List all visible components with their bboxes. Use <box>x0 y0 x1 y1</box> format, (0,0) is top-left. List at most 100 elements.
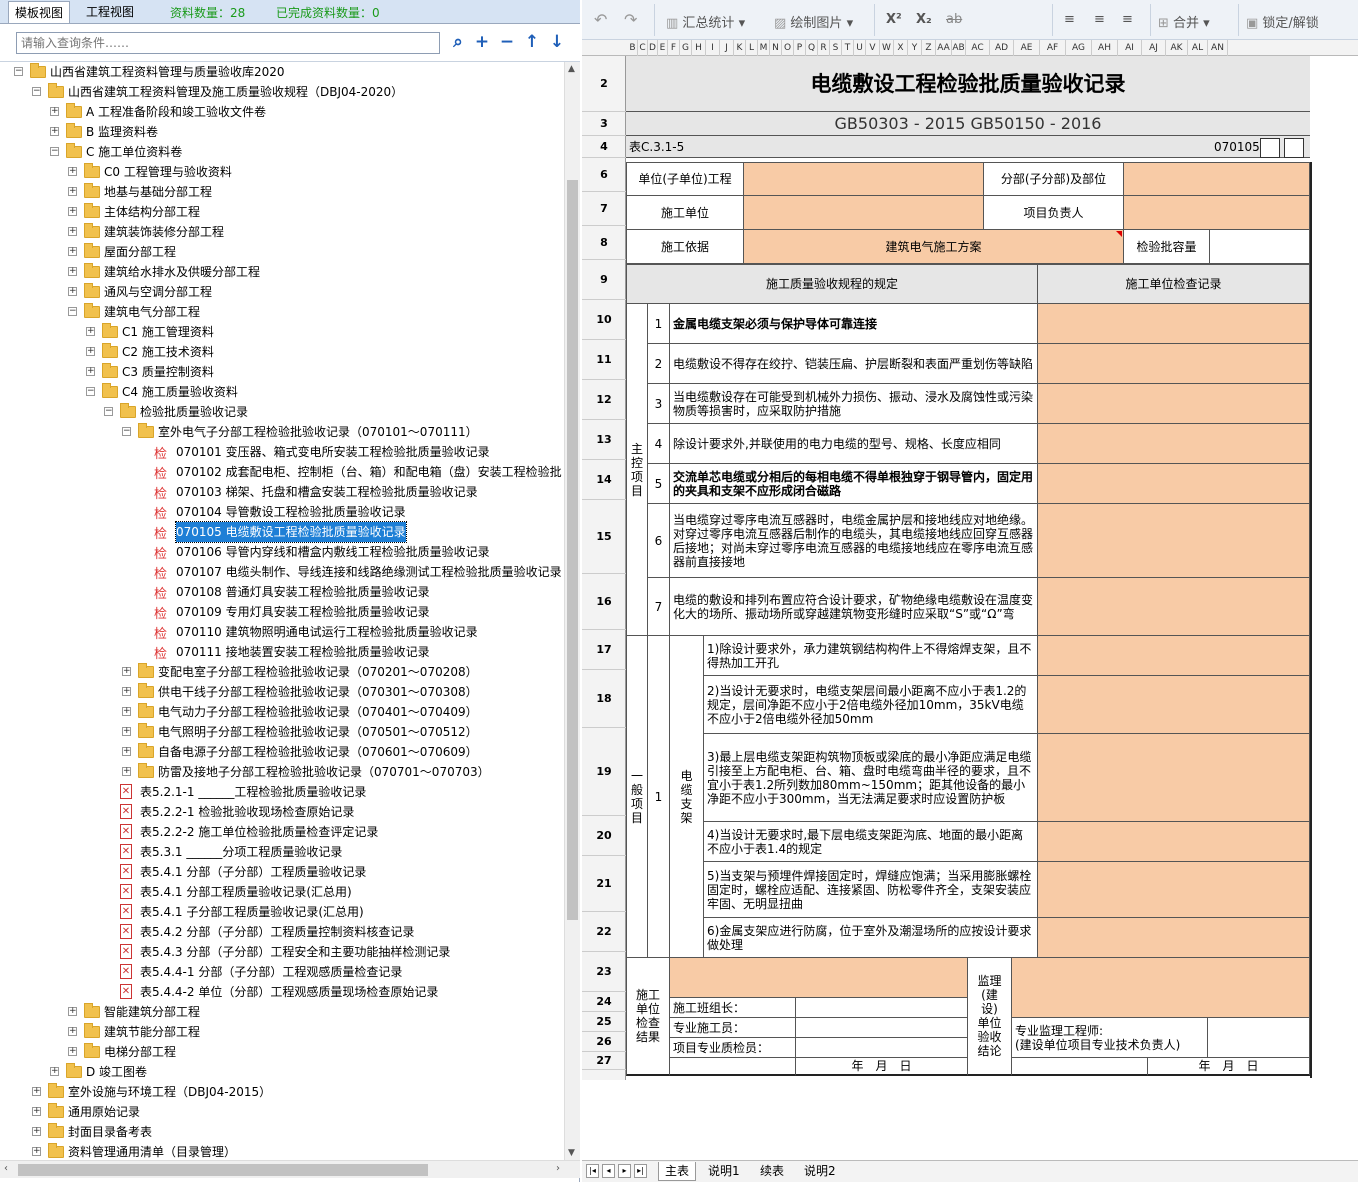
tree-node[interactable]: +自备电源子分部工程检验批验收记录（070601～070609） <box>0 742 564 762</box>
column-header[interactable]: O <box>782 40 794 56</box>
lock-button[interactable]: ▣ 锁定/解锁 <box>1246 12 1319 31</box>
expand-icon[interactable]: + <box>50 1066 59 1076</box>
unit-project-input[interactable] <box>744 162 984 196</box>
column-header[interactable]: AK <box>1166 40 1188 56</box>
collapse-icon[interactable]: − <box>32 86 41 96</box>
expand-icon[interactable]: + <box>68 226 77 236</box>
row-header[interactable]: 6 <box>582 158 626 192</box>
expand-icon[interactable]: + <box>122 726 131 736</box>
undo-icon[interactable]: ↶ <box>594 10 608 29</box>
column-header[interactable]: AH <box>1092 40 1118 56</box>
next-sheet-icon[interactable]: ▸ <box>618 1164 631 1178</box>
row-header[interactable]: 7 <box>582 192 626 226</box>
team-leader-input[interactable] <box>796 998 968 1018</box>
h-scroll-thumb[interactable] <box>18 1164 428 1176</box>
expand-icon[interactable]: + <box>68 166 77 176</box>
expand-icon[interactable]: + <box>68 266 77 276</box>
column-header[interactable]: S <box>830 40 842 56</box>
row-header[interactable]: 3 <box>582 112 626 136</box>
sheet-tab-main[interactable]: 主表 <box>658 1162 697 1181</box>
tree-node[interactable]: +C2 施工技术资料 <box>0 342 564 362</box>
column-header[interactable]: AL <box>1188 40 1208 56</box>
expand-icon[interactable]: + <box>68 1006 77 1016</box>
tree-node[interactable]: +供电干线子分部工程检验批验收记录（070301～070308） <box>0 682 564 702</box>
project-manager-input[interactable] <box>1124 196 1310 230</box>
column-header[interactable]: B <box>628 40 638 56</box>
tree-node[interactable]: ✕表5.4.1 子分部工程质量验收记录(汇总用) <box>0 902 564 922</box>
tree-node[interactable]: +C1 施工管理资料 <box>0 322 564 342</box>
column-header[interactable]: AA <box>936 40 952 56</box>
expand-icon[interactable]: + <box>122 666 131 676</box>
align-left-icon[interactable]: ≡ <box>1064 12 1075 27</box>
general-item-record[interactable] <box>1038 862 1310 918</box>
tree-node[interactable]: ✕表5.4.1 分部工程质量验收记录(汇总用) <box>0 882 564 902</box>
quality-inspector-input[interactable] <box>796 1038 968 1058</box>
redo-icon[interactable]: ↷ <box>624 10 638 29</box>
general-item-record[interactable] <box>1038 636 1310 676</box>
column-header[interactable]: V <box>866 40 880 56</box>
subscript-button[interactable]: X₂ <box>916 12 932 27</box>
row-header[interactable]: 15 <box>582 500 626 574</box>
column-header[interactable]: W <box>880 40 894 56</box>
tree-horizontal-scrollbar[interactable]: ‹ › <box>0 1160 580 1178</box>
tree-node[interactable]: +电气动力子分部工程检验批验收记录（070401～070409） <box>0 702 564 722</box>
last-sheet-icon[interactable]: ▸| <box>634 1164 647 1178</box>
column-header[interactable]: Z <box>922 40 936 56</box>
tab-template-view[interactable]: 模板视图 <box>8 1 71 23</box>
tree-node[interactable]: ✕表5.4.1 分部（子分部）工程质量验收记录 <box>0 862 564 882</box>
tree-node[interactable]: ✕表5.2.1-1 ______工程检验批质量验收记录 <box>0 782 564 802</box>
column-header[interactable]: T <box>842 40 854 56</box>
search-icon[interactable]: ⌕ <box>453 32 463 52</box>
row-header[interactable]: 20 <box>582 816 626 856</box>
tree-node[interactable]: −C 施工单位资料卷 <box>0 142 564 162</box>
row-header[interactable]: 12 <box>582 380 626 420</box>
row-header[interactable]: 26 <box>582 1032 626 1052</box>
main-item-record[interactable] <box>1038 578 1310 636</box>
main-item-record[interactable] <box>1038 424 1310 464</box>
tree-node[interactable]: −室外电气子分部工程检验批验收记录（070101～070111） <box>0 422 564 442</box>
first-sheet-icon[interactable]: |◂ <box>586 1164 599 1178</box>
general-item-record[interactable] <box>1038 676 1310 734</box>
collapse-all-icon[interactable]: − <box>499 32 515 52</box>
column-header[interactable]: AE <box>1014 40 1040 56</box>
tree-node[interactable]: +建筑给水排水及供暖分部工程 <box>0 262 564 282</box>
tab-project-view[interactable]: 工程视图 <box>86 5 135 19</box>
main-item-record[interactable] <box>1038 384 1310 424</box>
main-item-record[interactable] <box>1038 344 1310 384</box>
column-header[interactable]: N <box>770 40 782 56</box>
collapse-icon[interactable]: − <box>86 386 95 396</box>
tree-node[interactable]: ✕表5.2.2-1 检验批验收现场检查原始记录 <box>0 802 564 822</box>
tree-node[interactable]: +变配电室子分部工程检验批验收记录（070201～070208） <box>0 662 564 682</box>
tree-node[interactable]: −山西省建筑工程资料管理与质量验收库2020 <box>0 62 564 82</box>
column-header[interactable]: X <box>894 40 908 56</box>
row-header[interactable]: 18 <box>582 670 626 728</box>
code-box-2[interactable] <box>1284 138 1304 158</box>
expand-icon[interactable]: + <box>32 1146 41 1156</box>
row-header[interactable]: 11 <box>582 340 626 380</box>
column-header[interactable]: C <box>638 40 648 56</box>
row-header[interactable]: 23 <box>582 952 626 992</box>
expand-icon[interactable]: + <box>32 1126 41 1136</box>
column-header[interactable]: L <box>746 40 758 56</box>
tree-node[interactable]: +C0 工程管理与验收资料 <box>0 162 564 182</box>
column-header[interactable]: K <box>734 40 746 56</box>
scroll-left-icon[interactable]: ‹ <box>4 1163 8 1174</box>
collapse-icon[interactable]: − <box>50 146 59 156</box>
column-header[interactable]: P <box>794 40 806 56</box>
tree-node[interactable]: −C4 施工质量验收资料 <box>0 382 564 402</box>
tree-node[interactable]: +电梯分部工程 <box>0 1042 564 1062</box>
expand-icon[interactable]: + <box>68 186 77 196</box>
column-header[interactable]: I <box>706 40 720 56</box>
tree-node[interactable]: ✕表5.4.3 分部（子分部）工程安全和主要功能抽样检测记录 <box>0 942 564 962</box>
collapse-icon[interactable]: − <box>14 66 23 76</box>
row-header[interactable]: 13 <box>582 420 626 460</box>
scroll-thumb[interactable] <box>567 180 578 920</box>
scroll-up-icon[interactable]: ▲ <box>568 64 575 74</box>
